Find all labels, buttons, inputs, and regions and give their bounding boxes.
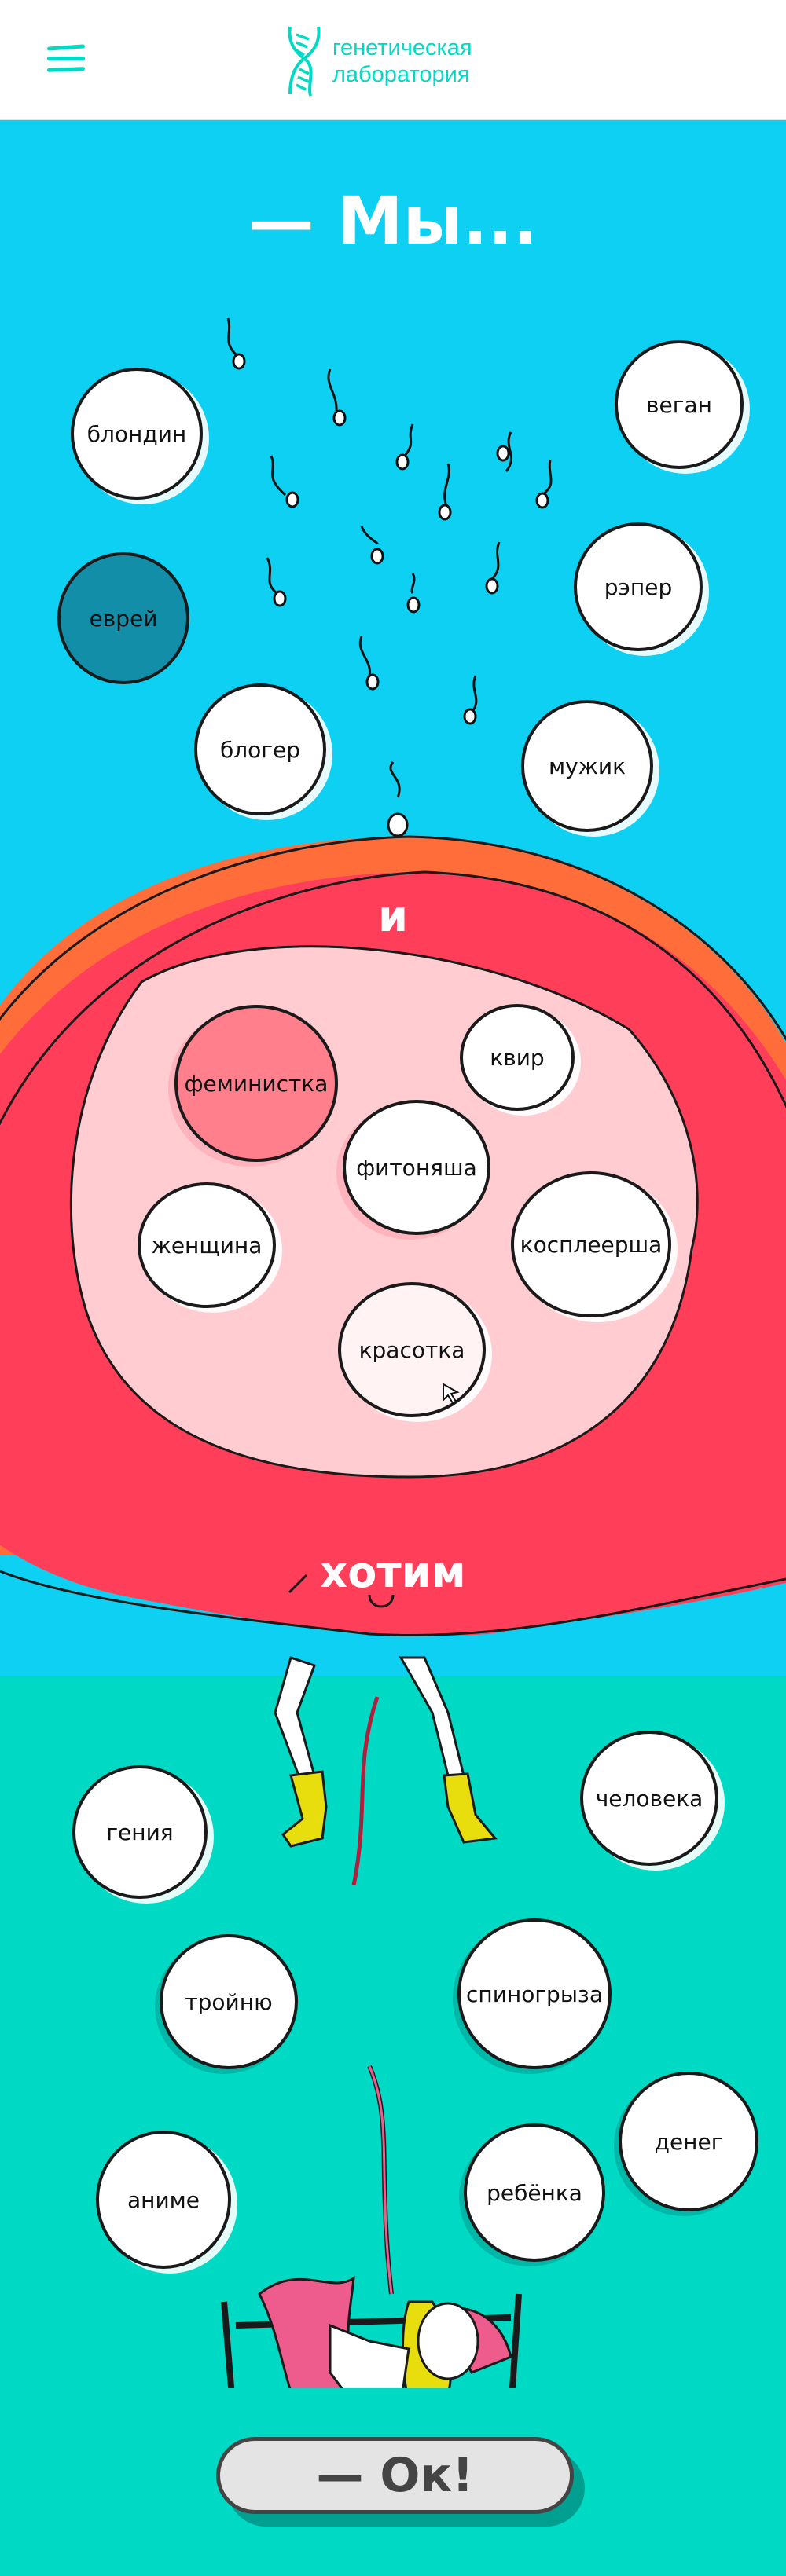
- option-label: гения: [106, 1819, 174, 1845]
- hamburger-icon: [46, 44, 86, 51]
- option-label: мужик: [548, 753, 626, 779]
- option-geniya[interactable]: гения: [72, 1765, 208, 1899]
- option-zhenshchina[interactable]: женщина: [138, 1182, 276, 1308]
- cursor-icon: [443, 1383, 460, 1405]
- logo-line-2: лаборатория: [332, 62, 470, 87]
- option-bloger[interactable]: блогер: [194, 683, 326, 815]
- sperm-decoration-icon: [226, 317, 553, 837]
- option-label: женщина: [151, 1232, 263, 1259]
- option-label: спиногрыза: [466, 1981, 603, 2007]
- option-label: феминистка: [184, 1070, 329, 1097]
- option-vegan[interactable]: веган: [615, 340, 744, 469]
- option-deneg[interactable]: денег: [619, 2072, 758, 2211]
- option-label: аниме: [127, 2186, 200, 2213]
- option-rebenka[interactable]: ребёнка: [464, 2123, 605, 2262]
- option-krasotka-hovered[interactable]: красотка: [338, 1282, 486, 1417]
- option-label: красотка: [358, 1336, 465, 1363]
- hamburger-line: [46, 67, 86, 72]
- logo-line-1: генетическая: [332, 35, 472, 60]
- ok-button[interactable]: — Ок!: [216, 2437, 574, 2514]
- option-label: веган: [646, 391, 712, 418]
- heading-we: — Мы...: [248, 182, 538, 259]
- baby-crib-illustration: [221, 2065, 522, 2388]
- option-label: фитоняша: [356, 1154, 477, 1181]
- option-fitonyasha[interactable]: фитоняша: [343, 1100, 490, 1235]
- option-spinogryza[interactable]: спиногрыза: [457, 1918, 612, 2069]
- option-blondin[interactable]: блондин: [71, 368, 203, 500]
- option-anime[interactable]: аниме: [96, 2131, 231, 2269]
- option-evrei-selected[interactable]: еврей: [57, 552, 189, 684]
- logo[interactable]: генетическая лаборатория: [287, 25, 472, 97]
- option-troinyu[interactable]: тройню: [160, 1934, 298, 2069]
- option-label: квир: [490, 1044, 545, 1071]
- option-label: денег: [654, 2128, 723, 2155]
- option-label: тройню: [185, 1988, 273, 2015]
- option-kvir[interactable]: квир: [460, 1004, 575, 1111]
- option-label: ребёнка: [487, 2179, 582, 2206]
- option-reper[interactable]: рэпер: [574, 522, 703, 651]
- option-label: косплеерша: [520, 1231, 663, 1258]
- hamburger-line: [47, 57, 85, 60]
- dna-icon: [288, 26, 321, 97]
- option-label: блондин: [86, 420, 187, 447]
- legs-illustration: [274, 1656, 498, 1885]
- option-label: рэпер: [604, 573, 673, 600]
- menu-button[interactable]: [44, 41, 88, 75]
- header: генетическая лаборатория: [0, 0, 786, 120]
- option-label: блогер: [219, 736, 300, 763]
- heading-and: и: [378, 892, 408, 941]
- option-feministka-selected[interactable]: феминистка: [174, 1005, 338, 1162]
- heading-want: хотим: [320, 1548, 466, 1597]
- option-label: еврей: [89, 605, 158, 632]
- option-label: человека: [595, 1785, 703, 1812]
- option-kosplejersha[interactable]: косплеерша: [511, 1171, 671, 1317]
- option-cheloveka[interactable]: человека: [580, 1731, 718, 1866]
- option-muzhik[interactable]: мужик: [521, 700, 653, 832]
